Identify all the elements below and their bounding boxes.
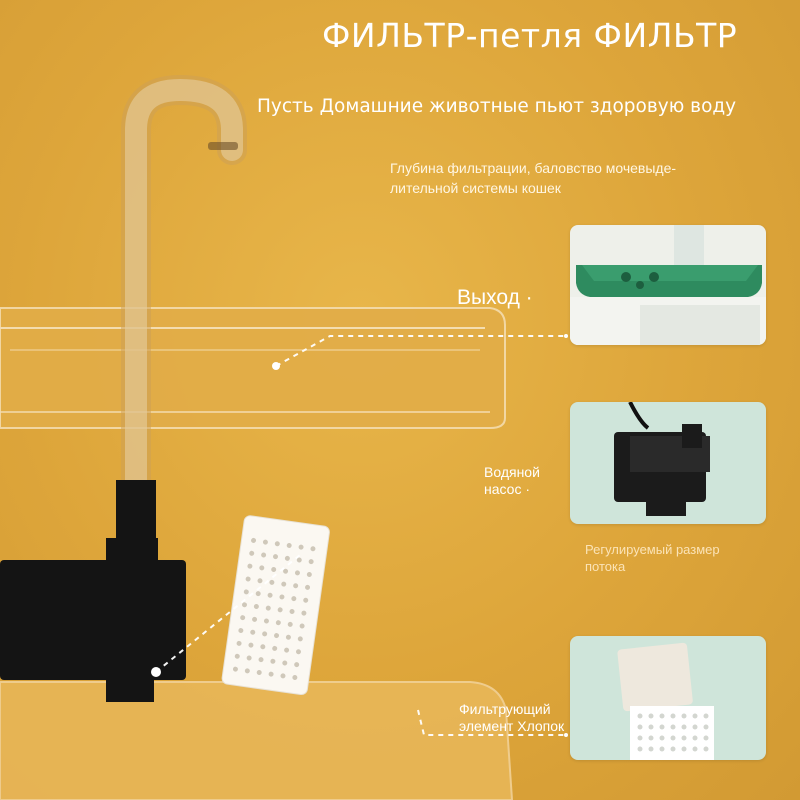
outlet-label: Выход · xyxy=(457,286,533,309)
pump-label-line-1: Водяной xyxy=(484,464,540,480)
pump-photo-icon xyxy=(614,402,710,516)
faucet-pipe-icon xyxy=(121,74,247,495)
description-line-1: Глубина фильтрации, баловство мочевыде- xyxy=(390,160,677,176)
description-line-2: лительной системы кошек xyxy=(390,180,561,196)
description: Глубина фильтрации, баловство мочевыде- … xyxy=(390,158,790,198)
green-tray-icon xyxy=(570,225,766,345)
sponge-filter-icon xyxy=(617,642,714,760)
filter-label-line-2: элемент Хлопок xyxy=(459,718,565,734)
pump-label: Водяной насос · xyxy=(484,464,540,498)
filter-label-line-1: Фильтрующий xyxy=(459,701,551,717)
flow-label-line-2: потока xyxy=(585,559,626,574)
filter-label: Фильтрующий элемент Хлопок xyxy=(459,701,564,735)
page-title: ФИЛЬТР-петля ФИЛЬТР xyxy=(322,16,738,55)
water-tray xyxy=(0,307,506,429)
thumb-filter xyxy=(570,636,766,760)
pump-icon xyxy=(0,480,186,702)
flow-label-line-1: Регулируемый размер xyxy=(585,542,720,557)
thumb-tray xyxy=(570,225,766,345)
page-subtitle: Пусть Домашние животные пьют здоровую во… xyxy=(257,96,737,117)
reservoir-body xyxy=(0,681,514,800)
filter-card-icon xyxy=(221,515,330,696)
thumb-pump xyxy=(570,402,766,524)
pump-label-line-2: насос · xyxy=(484,481,531,497)
flow-label: Регулируемый размер потока xyxy=(585,541,720,575)
